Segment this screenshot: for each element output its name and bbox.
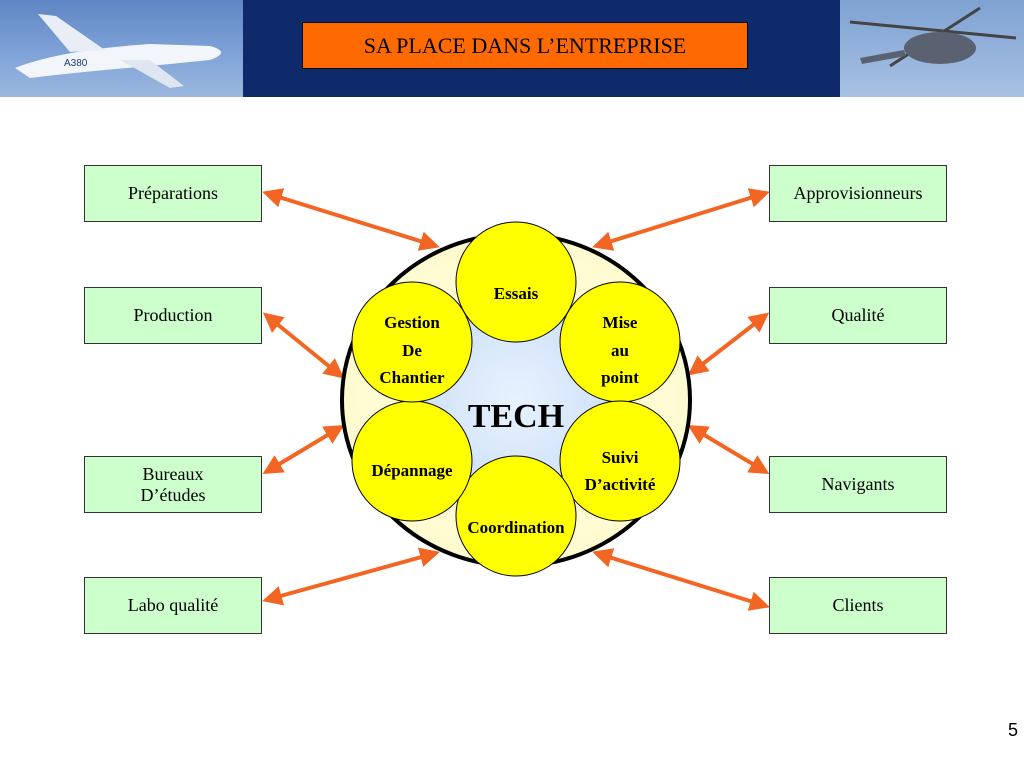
header-bar: A380 SA PLACE DANS L’ENTREPRISE <box>0 0 1024 97</box>
circle-essais: Essais <box>455 221 577 343</box>
box-preparations: Préparations <box>84 165 262 222</box>
arrow-bureaux-etudes <box>262 424 345 475</box>
circle-suivi-activite-line2: D’activité <box>585 475 656 494</box>
circle-mise-au-point-line2: au <box>611 341 629 360</box>
box-qualite: Qualité <box>769 287 947 344</box>
circle-mise-au-point: Mise au point <box>559 281 681 403</box>
box-labo-qualite: Labo qualité <box>84 577 262 634</box>
page-number: 5 <box>1007 720 1018 740</box>
circle-gestion-line2: De <box>402 341 422 360</box>
box-approvisionneurs: Approvisionneurs <box>769 165 947 222</box>
arrow-navigants <box>687 424 770 475</box>
circle-suivi-activite-line1: Suivi <box>602 448 639 467</box>
arrow-clients <box>592 548 770 611</box>
circle-coordination: Coordination <box>455 455 577 577</box>
circle-group: Essais Mise au point Suivi D’activité Co… <box>351 221 681 577</box>
arrow-labo-qualite <box>262 547 440 606</box>
circle-gestion-line3: Chantier <box>379 368 445 387</box>
arrow-production <box>262 312 345 379</box>
circle-mise-au-point-line1: Mise <box>603 313 638 332</box>
circle-coordination-label: Coordination <box>467 518 565 537</box>
airplane-image: A380 <box>0 0 243 97</box>
circle-depannage: Dépannage <box>351 400 473 522</box>
box-bureaux-etudes: Bureaux D’études <box>84 456 262 513</box>
arrow-qualite <box>687 312 770 376</box>
arrow-approvisionneurs <box>592 188 770 251</box>
connector-arrows <box>262 188 770 611</box>
circle-gestion-de-chantier: Gestion De Chantier <box>351 281 473 403</box>
box-clients: Clients <box>769 577 947 634</box>
circle-gestion-line1: Gestion <box>384 313 440 332</box>
arrow-preparations <box>262 188 440 251</box>
tech-label: TECH <box>468 398 564 435</box>
circle-depannage-label: Dépannage <box>371 461 453 480</box>
circle-essais-label: Essais <box>494 284 539 303</box>
svg-text:A380: A380 <box>64 58 88 69</box>
helicopter-image <box>840 0 1024 97</box>
circle-mise-au-point-line3: point <box>601 368 639 387</box>
circle-suivi-activite: Suivi D’activité <box>559 400 681 522</box>
box-production: Production <box>84 287 262 344</box>
slide-title: SA PLACE DANS L’ENTREPRISE <box>302 22 748 69</box>
box-navigants: Navigants <box>769 456 947 513</box>
